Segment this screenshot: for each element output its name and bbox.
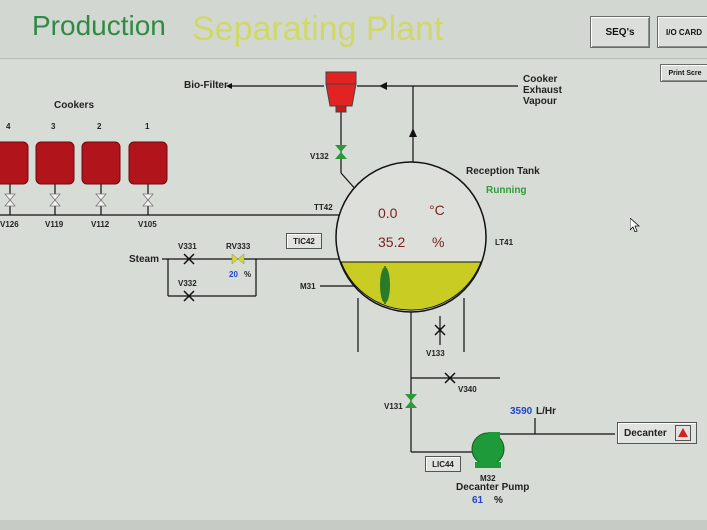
tt42-tag: TT42: [314, 203, 333, 212]
title-separating-plant: Separating Plant: [192, 10, 444, 48]
decanter-label: Decanter: [624, 427, 667, 439]
decanter-pump-m32: [471, 432, 505, 468]
cooker-2-number: 2: [97, 122, 102, 131]
decanter-button[interactable]: Decanter: [617, 422, 697, 444]
mouse-cursor-icon: [630, 218, 640, 232]
title-production: Production: [32, 10, 166, 41]
bio-filter-label: Bio-Filter: [184, 80, 228, 91]
m32-tag[interactable]: M32: [480, 474, 496, 483]
status-strip: [0, 520, 707, 530]
valve-v126-tag[interactable]: V126: [0, 220, 19, 229]
cooker-1-number: 1: [145, 122, 150, 131]
decanter-pump-label: Decanter Pump: [456, 482, 530, 493]
m31-tag[interactable]: M31: [300, 282, 316, 291]
valve-v331-tag[interactable]: V331: [178, 242, 197, 251]
cooker-4-number: 4: [6, 122, 11, 131]
lt41-tag: LT41: [495, 238, 514, 247]
valve-v105-tag[interactable]: V105: [138, 220, 157, 229]
cooker-exhaust-label: Cooker Exhaust Vapour: [523, 74, 562, 107]
header-bar: Production Separating Plant: [0, 0, 707, 59]
decanter-pump-speed-unit: %: [494, 495, 503, 506]
reception-tank: [335, 161, 487, 313]
seqs-button[interactable]: SEQ's: [590, 16, 650, 48]
rv333-unit: %: [244, 270, 252, 279]
decanter-alarm-icon: [674, 425, 691, 441]
valve-v340-tag[interactable]: V340: [458, 385, 477, 394]
valve-v119-tag[interactable]: V119: [45, 220, 64, 229]
tank-temperature-value: 0.0: [378, 205, 398, 221]
valve-v112-tag[interactable]: V112: [91, 220, 110, 229]
valve-v133-tag[interactable]: V133: [426, 349, 445, 358]
steam-label: Steam: [129, 254, 160, 265]
decanter-pump-speed-value: 61: [472, 495, 484, 506]
reception-tank-label: Reception Tank: [466, 166, 540, 177]
valve-v131-tag[interactable]: V131: [384, 402, 403, 411]
tank-temperature-unit: °C: [429, 202, 445, 218]
tank-level-value: 35.2: [378, 234, 406, 250]
rv333-tag[interactable]: RV333: [226, 242, 251, 251]
cooker-3-number: 3: [51, 122, 56, 131]
io-card-button[interactable]: I/O CARD: [657, 16, 707, 48]
valve-v332-tag[interactable]: V332: [178, 279, 197, 288]
tank-level-unit: %: [432, 234, 445, 250]
cookers-label: Cookers: [54, 100, 95, 111]
lic44-button[interactable]: LIC44: [425, 456, 461, 472]
bio-filter-unit: [325, 71, 357, 113]
reception-tank-status: Running: [486, 185, 527, 196]
tic42-button[interactable]: TIC42: [286, 233, 322, 249]
cookers: [0, 141, 168, 185]
decanter-flow-value: 3590: [510, 406, 533, 417]
valve-v132-tag[interactable]: V132: [310, 152, 329, 161]
print-screen-button[interactable]: Print Scre: [660, 64, 707, 82]
decanter-flow-unit: L/Hr: [536, 406, 556, 417]
rv333-value: 20: [229, 270, 238, 279]
